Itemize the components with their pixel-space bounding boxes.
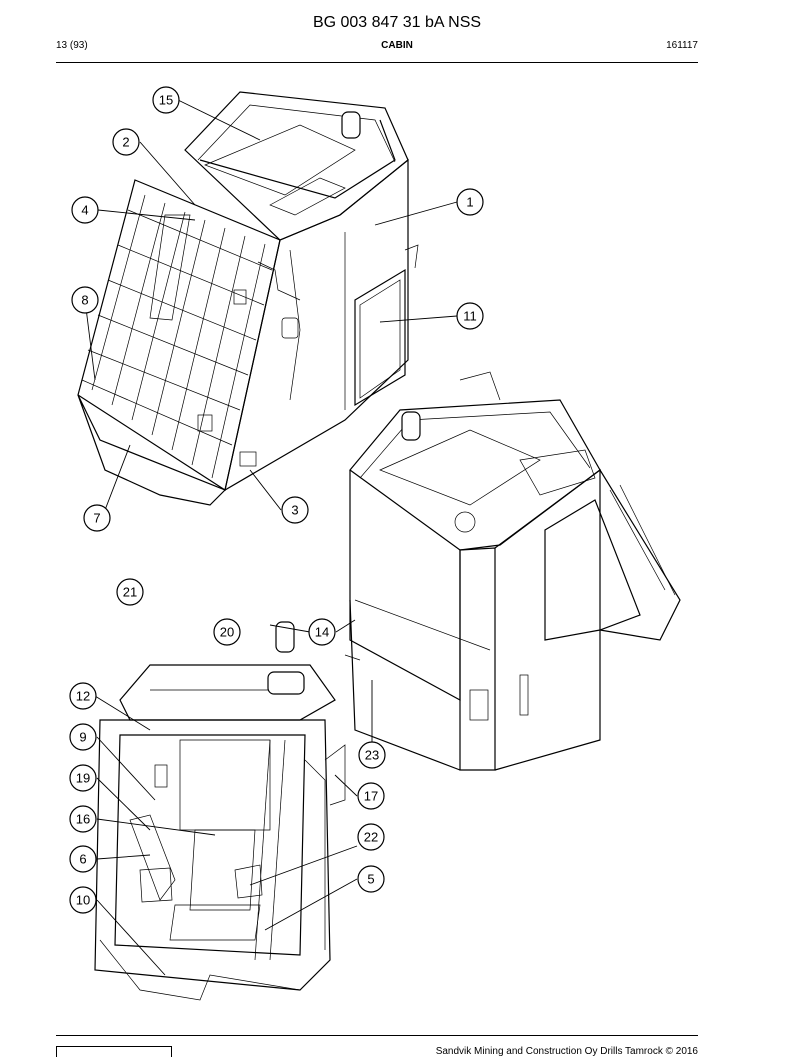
- svg-text:2: 2: [122, 135, 129, 150]
- section-title: CABIN: [381, 40, 413, 51]
- cabin-front-view: [77, 91, 419, 506]
- svg-text:14: 14: [315, 625, 329, 640]
- callout-9: 9: [69, 723, 97, 751]
- svg-text:3: 3: [291, 503, 298, 518]
- svg-text:4: 4: [81, 203, 88, 218]
- document-number: BG 003 847 31 bA NSS: [312, 14, 482, 31]
- callout-4: 4: [71, 196, 99, 224]
- callout-6: 6: [69, 845, 97, 873]
- callout-21: 21: [116, 578, 144, 606]
- callout-14: 14: [308, 618, 336, 646]
- svg-text:15: 15: [159, 93, 173, 108]
- callout-17: 17: [357, 782, 385, 810]
- date-code: 161117: [666, 40, 698, 51]
- svg-text:11: 11: [463, 309, 477, 324]
- svg-text:9: 9: [79, 730, 86, 745]
- callout-10: 10: [69, 886, 97, 914]
- svg-text:10: 10: [76, 893, 90, 908]
- cabin-interior-view: [94, 621, 346, 1001]
- callout-1: 1: [456, 188, 484, 216]
- svg-text:8: 8: [81, 293, 88, 308]
- svg-text:12: 12: [76, 689, 90, 704]
- svg-text:7: 7: [93, 511, 100, 526]
- callout-11: 11: [456, 302, 484, 330]
- svg-text:23: 23: [365, 748, 379, 763]
- callout-19: 19: [69, 764, 97, 792]
- svg-text:5: 5: [367, 872, 374, 887]
- sandvik-logo: [56, 1046, 172, 1057]
- callout-15: 15: [152, 86, 180, 114]
- svg-text:20: 20: [220, 625, 234, 640]
- callout-23: 23: [358, 741, 386, 769]
- svg-text:21: 21: [123, 585, 137, 600]
- callout-16: 16: [69, 805, 97, 833]
- cabin-rear-view: [344, 371, 681, 771]
- svg-text:1: 1: [466, 195, 473, 210]
- svg-text:22: 22: [364, 830, 378, 845]
- svg-text:19: 19: [76, 771, 90, 786]
- svg-text:6: 6: [79, 852, 86, 867]
- footer-rule: [56, 1035, 698, 1036]
- leader-lines: [84, 99, 458, 976]
- callout-5: 5: [357, 865, 385, 893]
- page-number: 13 (93): [56, 40, 88, 51]
- svg-text:16: 16: [76, 812, 90, 827]
- header-rule: [56, 62, 698, 63]
- footer-copyright: Sandvik Mining and Construction Oy Drill…: [435, 1046, 698, 1057]
- svg-text:17: 17: [364, 789, 378, 804]
- callout-3: 3: [281, 496, 309, 524]
- callout-7: 7: [83, 504, 111, 532]
- callout-8: 8: [71, 286, 99, 314]
- callout-20: 20: [213, 618, 241, 646]
- callout-22: 22: [357, 823, 385, 851]
- callout-12: 12: [69, 682, 97, 710]
- callout-2: 2: [112, 128, 140, 156]
